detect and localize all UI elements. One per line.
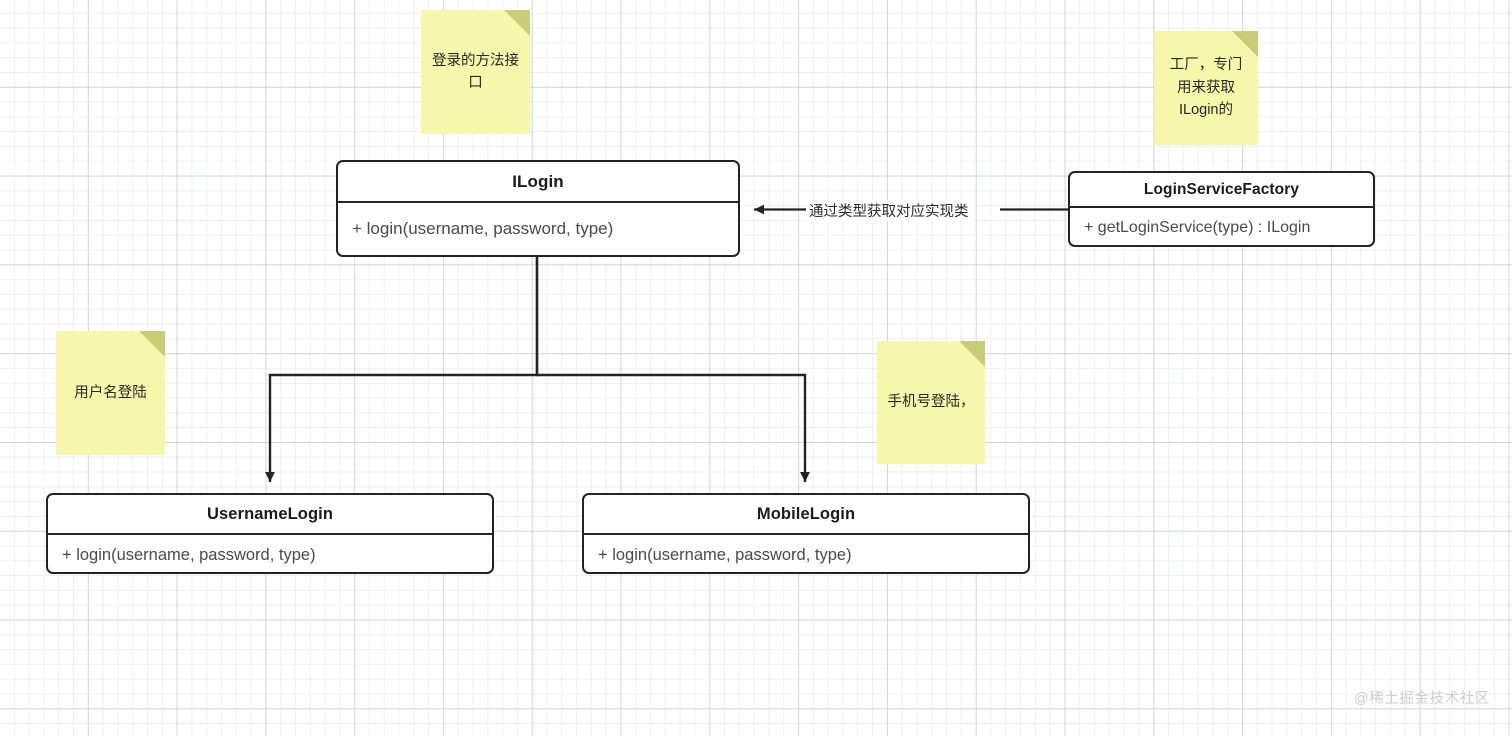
class-name-mobilelogin: MobileLogin bbox=[756, 504, 856, 523]
class-divider bbox=[1070, 206, 1373, 208]
note-mobile-login[interactable]: 手机号登陆， bbox=[877, 341, 985, 464]
class-name-loginservicefactory: LoginServiceFactory bbox=[1143, 180, 1300, 198]
edge-ilogin-to-mobilelogin bbox=[535, 257, 810, 482]
note-fold-icon bbox=[959, 341, 985, 367]
note-username-login[interactable]: 用户名登陆 bbox=[56, 331, 165, 455]
note-factory[interactable]: 工厂，专门用来获取ILogin的 bbox=[1154, 31, 1258, 145]
class-member-usernamelogin-login: + login(username, password, type) bbox=[62, 545, 316, 564]
class-member-ilogin-login: + login(username, password, type) bbox=[352, 219, 614, 238]
class-divider bbox=[48, 533, 492, 535]
note-ilogin[interactable]: 登录的方法接口 bbox=[421, 10, 530, 134]
edge-ilogin-to-usernamelogin bbox=[265, 257, 539, 482]
note-fold-icon bbox=[1232, 31, 1258, 57]
edge-label-factory-to-ilogin: 通过类型获取对应实现类 bbox=[806, 200, 972, 221]
note-mobile-login-text: 手机号登陆， bbox=[887, 394, 975, 411]
class-box-ilogin[interactable]: ILogin + login(username, password, type) bbox=[336, 160, 740, 257]
class-box-usernamelogin[interactable]: UsernameLogin + login(username, password… bbox=[46, 493, 494, 574]
class-box-mobilelogin[interactable]: MobileLogin + login(username, password, … bbox=[582, 493, 1030, 574]
note-ilogin-text: 登录的方法接口 bbox=[432, 52, 519, 91]
class-box-loginservicefactory[interactable]: LoginServiceFactory + getLoginService(ty… bbox=[1068, 171, 1375, 247]
note-factory-text: 工厂，专门用来获取ILogin的 bbox=[1169, 57, 1243, 119]
class-member-factory-getloginservice: + getLoginService(type) : ILogin bbox=[1084, 218, 1311, 236]
note-fold-icon bbox=[504, 10, 530, 36]
class-name-ilogin: ILogin bbox=[512, 171, 564, 191]
class-divider bbox=[584, 533, 1028, 535]
note-username-login-text: 用户名登陆 bbox=[74, 384, 147, 401]
class-member-mobilelogin-login: + login(username, password, type) bbox=[598, 545, 852, 564]
watermark: @稀土掘金技术社区 bbox=[1353, 691, 1490, 707]
class-name-usernamelogin: UsernameLogin bbox=[207, 504, 333, 523]
note-fold-icon bbox=[139, 331, 165, 357]
class-divider bbox=[338, 201, 738, 203]
